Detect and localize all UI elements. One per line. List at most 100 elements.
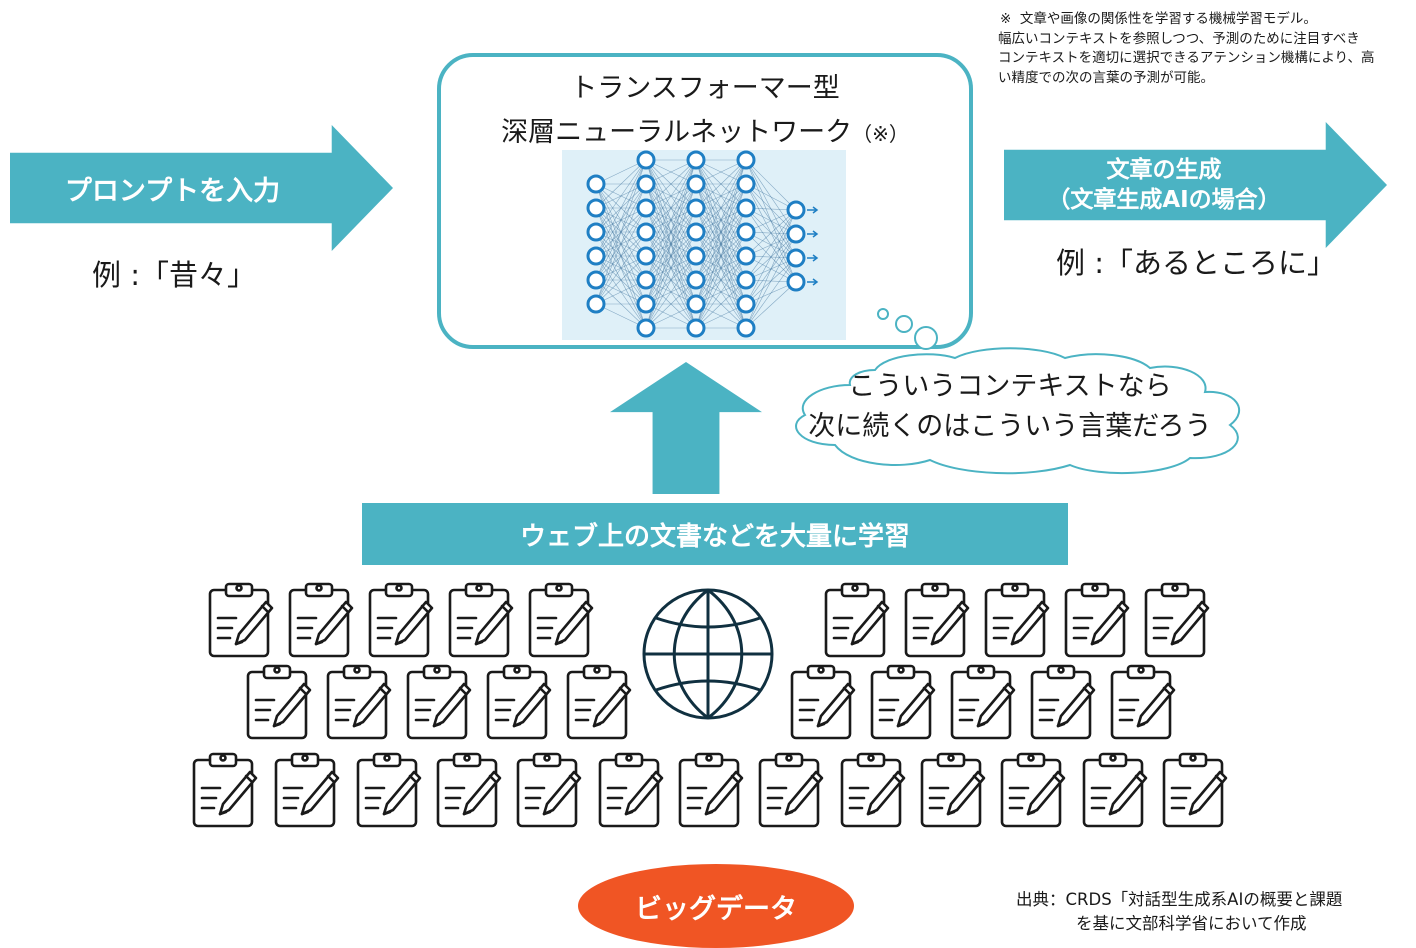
clipboard-pencil-icon — [788, 660, 858, 742]
clipboard-pencil-icon — [1028, 660, 1098, 742]
nn-output-arrow — [807, 230, 819, 238]
clipboard-pencil-icon — [838, 748, 908, 830]
nn-connection — [695, 159, 747, 209]
nn-connection — [595, 159, 647, 209]
nn-node — [736, 246, 756, 266]
thought-line-2: 次に続くのはこういう言葉だろう — [808, 411, 1212, 442]
nn-node — [736, 222, 756, 242]
clipboard-pencil-icon — [190, 748, 260, 830]
up-arrow — [610, 362, 762, 494]
clipboard-pencil-icon — [902, 578, 972, 660]
source-line-2: を基に文部科学省において作成 — [1076, 914, 1307, 933]
nn-node — [786, 248, 806, 268]
footnote-line-4: い精度での次の言葉の予測が可能。 — [998, 69, 1214, 86]
footnote-mark: ※ — [1000, 11, 1012, 27]
clipboard-pencil-icon — [366, 578, 436, 660]
footnote-line-1: 文章や画像の関係性を学習する機械学習モデル。 — [1019, 11, 1317, 27]
nn-node — [686, 246, 706, 266]
nn-connection — [645, 159, 697, 233]
clipboard-pencil-icon — [526, 578, 596, 660]
nn-node — [636, 198, 656, 218]
thought-text: こういうコンテキストなら 次に続くのはこういう言葉だろう — [800, 367, 1220, 447]
model-title-line-1: トランスフォーマー型 — [570, 73, 840, 104]
nn-node — [586, 222, 606, 242]
nn-node — [586, 294, 606, 314]
nn-connection — [745, 209, 797, 281]
thought-cloud — [795, 308, 1241, 475]
nn-connection — [595, 207, 647, 305]
output-example: 例 :「あるところに」 — [1056, 246, 1336, 280]
nn-connection — [645, 231, 697, 329]
thought-bubble-large — [914, 326, 938, 350]
nn-node — [636, 294, 656, 314]
footnote-line-3: コンテキストを適切に選択できるアテンション機構により、高 — [998, 50, 1375, 66]
nn-node — [636, 246, 656, 266]
nn-node — [736, 198, 756, 218]
clipboard-pencil-icon — [1108, 660, 1178, 742]
thought-bubble-medium — [895, 315, 913, 333]
thought-bubble-small — [877, 308, 889, 320]
nn-connection — [695, 159, 747, 257]
clipboard-pencil-icon — [286, 578, 356, 660]
nn-node — [636, 222, 656, 242]
nn-connection — [595, 231, 647, 305]
nn-node — [686, 174, 706, 194]
clipboard-pencil-icon — [596, 748, 666, 830]
nn-node — [636, 318, 656, 338]
nn-connection — [745, 209, 797, 305]
nn-connection — [645, 255, 697, 329]
nn-connection — [745, 159, 797, 211]
nn-node — [686, 222, 706, 242]
clipboard-pencil-icon — [434, 748, 504, 830]
nn-node — [586, 270, 606, 290]
nn-node — [686, 270, 706, 290]
clipboard-pencil-icon — [822, 578, 892, 660]
nn-connection — [695, 255, 747, 329]
clipboard-pencil-icon — [354, 748, 424, 830]
clipboard-pencil-icon — [1160, 748, 1230, 830]
nn-connection — [695, 159, 747, 233]
clipboard-pencil-icon — [948, 660, 1018, 742]
clipboard-pencil-icon — [868, 660, 938, 742]
clipboard-pencil-icon — [982, 578, 1052, 660]
nn-node — [686, 198, 706, 218]
learning-banner: ウェブ上の文書などを大量に学習 — [362, 503, 1068, 565]
nn-connection — [595, 159, 647, 233]
nn-node — [686, 150, 706, 170]
nn-node — [586, 198, 606, 218]
nn-node — [686, 318, 706, 338]
nn-node — [636, 150, 656, 170]
nn-node — [586, 246, 606, 266]
footnote-line-2: 幅広いコンテキストを参照しつつ、予測のために注目すべき — [998, 30, 1360, 47]
nn-connection — [695, 231, 747, 329]
input-example: 例 :「昔々」 — [92, 258, 256, 292]
model-title-line-2: 深層ニューラルネットワーク（※） — [437, 110, 973, 149]
source-note: 出典：CRDS「対話型生成系AIの概要と課題 を基に文部科学省において作成 — [1016, 888, 1342, 936]
footnote: ※ 文章や画像の関係性を学習する機械学習モデル。 幅広いコンテキストを参照しつつ… — [998, 10, 1414, 88]
clipboard-pencil-icon — [404, 660, 474, 742]
nn-connection — [595, 159, 647, 257]
output-label-line-2: （文章生成AIの場合） — [1047, 187, 1281, 213]
nn-connection — [745, 233, 797, 329]
clipboard-pencil-icon — [756, 748, 826, 830]
neural-network-icon — [586, 150, 819, 338]
clipboard-pencil-icon — [918, 748, 988, 830]
nn-connection — [745, 209, 797, 257]
nn-connection — [745, 281, 797, 329]
clipboard-pencil-icon — [446, 578, 516, 660]
nn-output-arrow — [807, 254, 819, 262]
model-note-mark: （※） — [852, 122, 909, 146]
nn-node — [786, 200, 806, 220]
bigdata-badge: ビッグデータ — [578, 864, 854, 948]
nn-node — [636, 174, 656, 194]
nn-output-arrow — [807, 278, 819, 286]
nn-connection — [695, 279, 747, 329]
nn-connection — [595, 159, 647, 281]
clipboard-pencil-icon — [998, 748, 1068, 830]
nn-node — [736, 174, 756, 194]
nn-connection — [645, 159, 697, 257]
clipboard-pencil-icon — [244, 660, 314, 742]
clipboard-pencil-icon — [272, 748, 342, 830]
nn-output-arrow — [807, 206, 819, 214]
input-arrow-label: プロンプトを入力 — [64, 175, 281, 207]
